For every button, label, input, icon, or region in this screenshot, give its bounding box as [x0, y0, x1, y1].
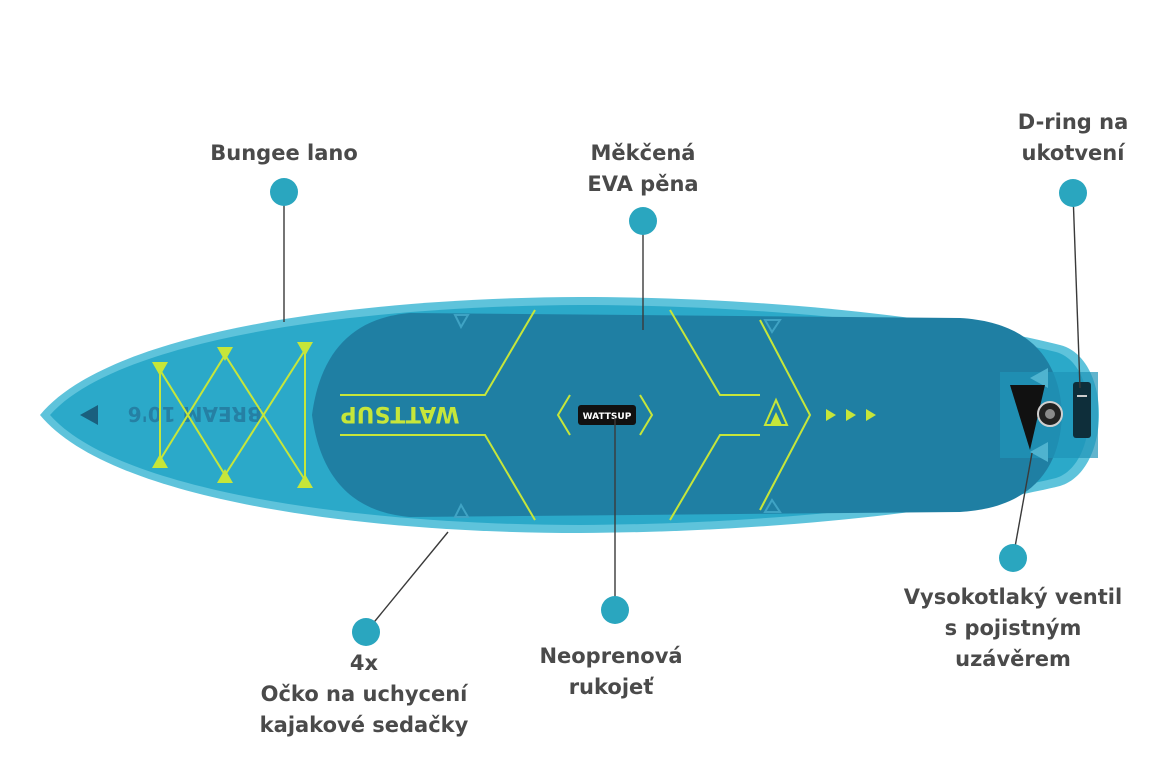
deck-lines: [340, 309, 812, 521]
neoprene-handle: [578, 405, 636, 425]
mountain-logo-icon: [763, 397, 789, 426]
leader-lines: [283, 192, 1081, 633]
nose-text: BREAM 10'6: [128, 402, 263, 426]
callout-line: Bungee lano: [210, 141, 358, 165]
nose-arrow-icon: [80, 405, 98, 425]
callout-line: Očko na uchycení: [260, 682, 468, 706]
callout-dot-handle: [601, 596, 629, 624]
callout-label-dring: D-ring na ukotvení: [1018, 107, 1129, 169]
tail-markers: [1030, 368, 1048, 462]
callout-line: D-ring na: [1017, 110, 1129, 134]
bungee-anchor-icons: [152, 342, 313, 488]
callout-dot-valve: [999, 544, 1027, 572]
deck-pad: [312, 313, 1062, 517]
callout-label-valve: Vysokotlaký ventil s pojistným uzávěrem: [904, 582, 1122, 675]
callout-label-eyelets: 4x Očko na uchycení kajakové sedačky: [260, 648, 469, 741]
callout-dot-eva: [629, 207, 657, 235]
callout-label-bungee: Bungee lano: [210, 138, 357, 169]
brand-badge-icon: [1010, 385, 1045, 450]
callout-line: ukotvení: [1021, 141, 1125, 165]
callout-line: s pojistným: [944, 616, 1082, 640]
callout-line: Měkčená: [590, 141, 696, 165]
valve-center: [1045, 409, 1055, 419]
callout-line: 4x: [349, 651, 379, 675]
callout-dot-eyelets: [352, 618, 380, 646]
callout-line: kajakové sedačky: [259, 713, 469, 737]
callout-line: Vysokotlaký ventil: [903, 585, 1123, 609]
d-ring-bar: [1077, 395, 1087, 397]
callout-label-eva: Měkčená EVA pěna: [587, 138, 698, 200]
d-ring-icon: [1073, 382, 1091, 438]
deck-brand-logo: WATTSUP: [341, 401, 460, 426]
callout-line: Neoprenová: [539, 644, 683, 668]
callout-line: uzávěrem: [955, 647, 1071, 671]
direction-arrow-icons: [826, 409, 876, 421]
callout-line: rukojeť: [568, 675, 654, 699]
callout-dot-dring: [1059, 179, 1087, 207]
pad-corner-markers: [453, 314, 782, 518]
handle-brand-text: WATTSUP: [583, 412, 632, 422]
callout-label-handle: Neoprenová rukojeť: [539, 641, 682, 703]
callout-line: EVA pěna: [587, 172, 699, 196]
callout-dot-bungee: [270, 178, 298, 206]
handle-brackets: [556, 394, 654, 436]
